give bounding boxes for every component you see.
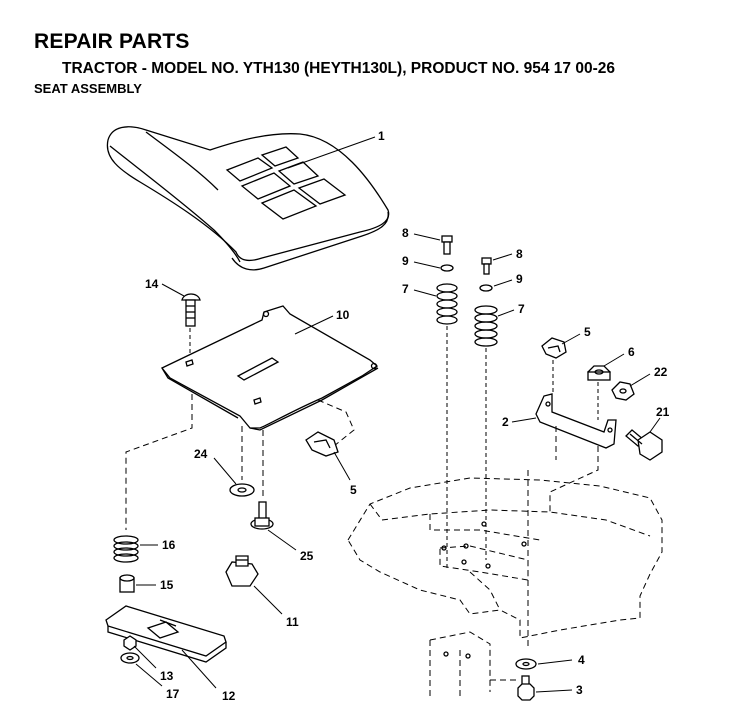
callout-12: 12 — [222, 689, 236, 703]
callout-3: 3 — [576, 683, 583, 697]
spring-left-part — [436, 283, 458, 325]
callout-4: 4 — [578, 653, 585, 667]
callout-2: 2 — [502, 415, 509, 429]
screw-left-part — [441, 235, 453, 255]
screw-right-part — [481, 257, 492, 275]
clip-right-part — [541, 337, 567, 359]
knob-part — [225, 555, 259, 587]
callout-25: 25 — [300, 549, 314, 563]
bolt-pan-part — [250, 501, 274, 530]
callout-7-right: 7 — [518, 302, 525, 316]
bolt-pivot-part — [625, 429, 663, 461]
callout-15: 15 — [160, 578, 174, 592]
nut-rail-part — [123, 635, 137, 651]
model-subtitle: TRACTOR - MODEL NO. YTH130 (HEYTH130L), … — [62, 60, 615, 77]
washer-bottom-part — [515, 658, 537, 670]
bracket-part — [535, 393, 617, 449]
callout-5-right: 5 — [584, 325, 591, 339]
seat-part — [106, 126, 390, 271]
section-title: SEAT ASSEMBLY — [34, 81, 142, 96]
slide-rail-part — [105, 605, 227, 663]
callout-5-left: 5 — [350, 483, 357, 497]
callout-1: 1 — [378, 129, 385, 143]
callout-24: 24 — [194, 447, 208, 461]
callout-6: 6 — [628, 345, 635, 359]
bolt-bottom-part — [517, 675, 535, 701]
callout-8-right: 8 — [516, 247, 523, 261]
carriage-bolt-part — [181, 293, 201, 327]
washer-pan-part — [229, 483, 255, 497]
seat-pan-part — [160, 305, 379, 431]
callout-13: 13 — [160, 669, 174, 683]
spring-small-part — [113, 535, 139, 563]
spring-right-part — [474, 305, 498, 347]
callout-14: 14 — [145, 277, 159, 291]
callout-11: 11 — [286, 615, 299, 629]
callout-16: 16 — [162, 538, 176, 552]
clip-left-part — [305, 431, 339, 457]
nut-pivot-part — [611, 381, 635, 401]
callout-21: 21 — [656, 405, 670, 419]
callout-9-right: 9 — [516, 272, 523, 286]
callout-9-left: 9 — [402, 254, 409, 268]
page-title: REPAIR PARTS — [34, 30, 190, 53]
nut-right-part — [587, 365, 611, 381]
washer-rail-part — [120, 652, 140, 664]
callout-10: 10 — [336, 308, 350, 322]
tractor-frame-outline — [347, 477, 663, 700]
callout-8-left: 8 — [402, 226, 409, 240]
washer-small-left-part — [440, 264, 454, 272]
spacer-part — [119, 574, 135, 593]
callout-22: 22 — [654, 365, 668, 379]
callout-17: 17 — [166, 687, 180, 701]
washer-small-right-part — [479, 284, 493, 292]
callout-7-left: 7 — [402, 282, 409, 296]
